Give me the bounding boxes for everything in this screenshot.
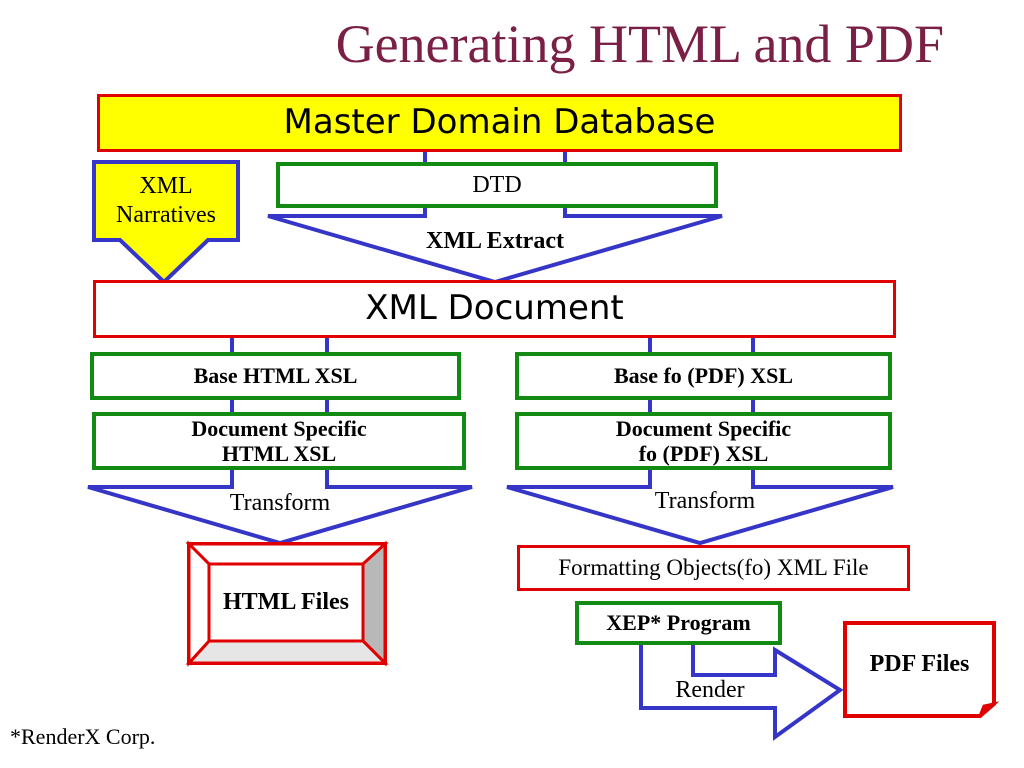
doc-specific-fo-line1: Document Specific: [615, 415, 792, 441]
base-fo-xsl-box: Base fo (PDF) XSL: [515, 352, 892, 400]
base-html-xsl-label: Base HTML XSL: [193, 363, 358, 389]
dtd-label: DTD: [472, 172, 522, 198]
xml-extract-arrow: [267, 148, 723, 285]
render-label: Render: [675, 677, 745, 703]
xml-narratives-label: XML Narratives: [96, 172, 236, 230]
base-html-xsl-box: Base HTML XSL: [90, 352, 461, 400]
transform-right-label: Transform: [654, 488, 756, 514]
doc-specific-html-line2: HTML XSL: [221, 441, 337, 466]
doc-specific-html-xsl-box: Document Specific HTML XSL: [92, 412, 466, 470]
xml-document-box: XML Document: [93, 280, 896, 338]
footnote: *RenderX Corp.: [10, 724, 156, 749]
master-database-label: Master Domain Database: [283, 102, 716, 143]
xml-narratives-line1: XML: [139, 173, 193, 199]
master-database-box: Master Domain Database: [97, 94, 902, 152]
html-files-box: HTML Files: [209, 564, 363, 641]
xml-narratives-line2: Narratives: [116, 201, 216, 228]
fo-xml-file-box: Formatting Objects(fo) XML File: [517, 545, 910, 591]
xep-program-label: XEP* Program: [606, 610, 751, 636]
page-title: Generating HTML and PDF: [335, 14, 944, 74]
xep-program-box: XEP* Program: [575, 601, 782, 645]
doc-specific-fo-xsl-box: Document Specific fo (PDF) XSL: [515, 412, 892, 470]
dtd-box: DTD: [276, 162, 718, 208]
doc-specific-fo-line2: fo (PDF) XSL: [638, 441, 769, 466]
html-files-box-shape: [185, 540, 389, 667]
xml-extract-label: XML Extract: [426, 228, 564, 254]
render-arrow: [639, 638, 844, 741]
xml-document-label: XML Document: [365, 288, 624, 329]
pdf-files-box: PDF Files: [849, 627, 990, 703]
base-fo-xsl-label: Base fo (PDF) XSL: [613, 363, 794, 389]
transform-left-label: Transform: [229, 490, 331, 516]
fo-xml-file-label: Formatting Objects(fo) XML File: [558, 554, 869, 580]
xml-narratives-arrow: [92, 160, 240, 285]
doc-specific-html-line1: Document Specific: [191, 415, 367, 441]
pdf-files-label: PDF Files: [869, 651, 970, 678]
html-files-label: HTML Files: [223, 588, 349, 615]
